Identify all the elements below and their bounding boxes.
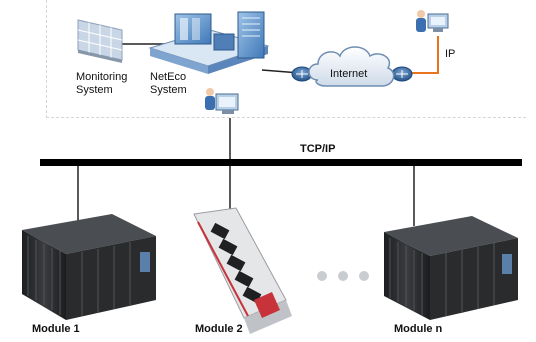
module-n-cabinet [384, 216, 518, 320]
module-n-label: Module n [394, 323, 443, 335]
tcpip-label: TCP/IP [300, 143, 336, 155]
module-2-container [193, 207, 292, 334]
link-ip-orange [404, 36, 439, 74]
workstation-icon [205, 88, 239, 114]
module-1-cabinet [22, 214, 156, 320]
cloud-icon [308, 46, 395, 87]
server-rack-icon [148, 11, 270, 74]
router-icon [391, 66, 413, 82]
module-2-label: Module 2 [195, 323, 243, 335]
ellipsis-dots-icon [317, 271, 369, 281]
neteco-system-label: NetEco System [150, 71, 187, 96]
monitoring-system-label: Monitoring System [76, 71, 128, 96]
management-zone-frame [46, 0, 526, 118]
tcpip-bus [40, 159, 522, 166]
monitor-wall-icon [77, 19, 123, 63]
internet-label: Internet [330, 68, 368, 80]
module-1-label: Module 1 [32, 323, 80, 335]
ip-label: IP [445, 48, 456, 60]
workstation-icon [416, 10, 449, 32]
